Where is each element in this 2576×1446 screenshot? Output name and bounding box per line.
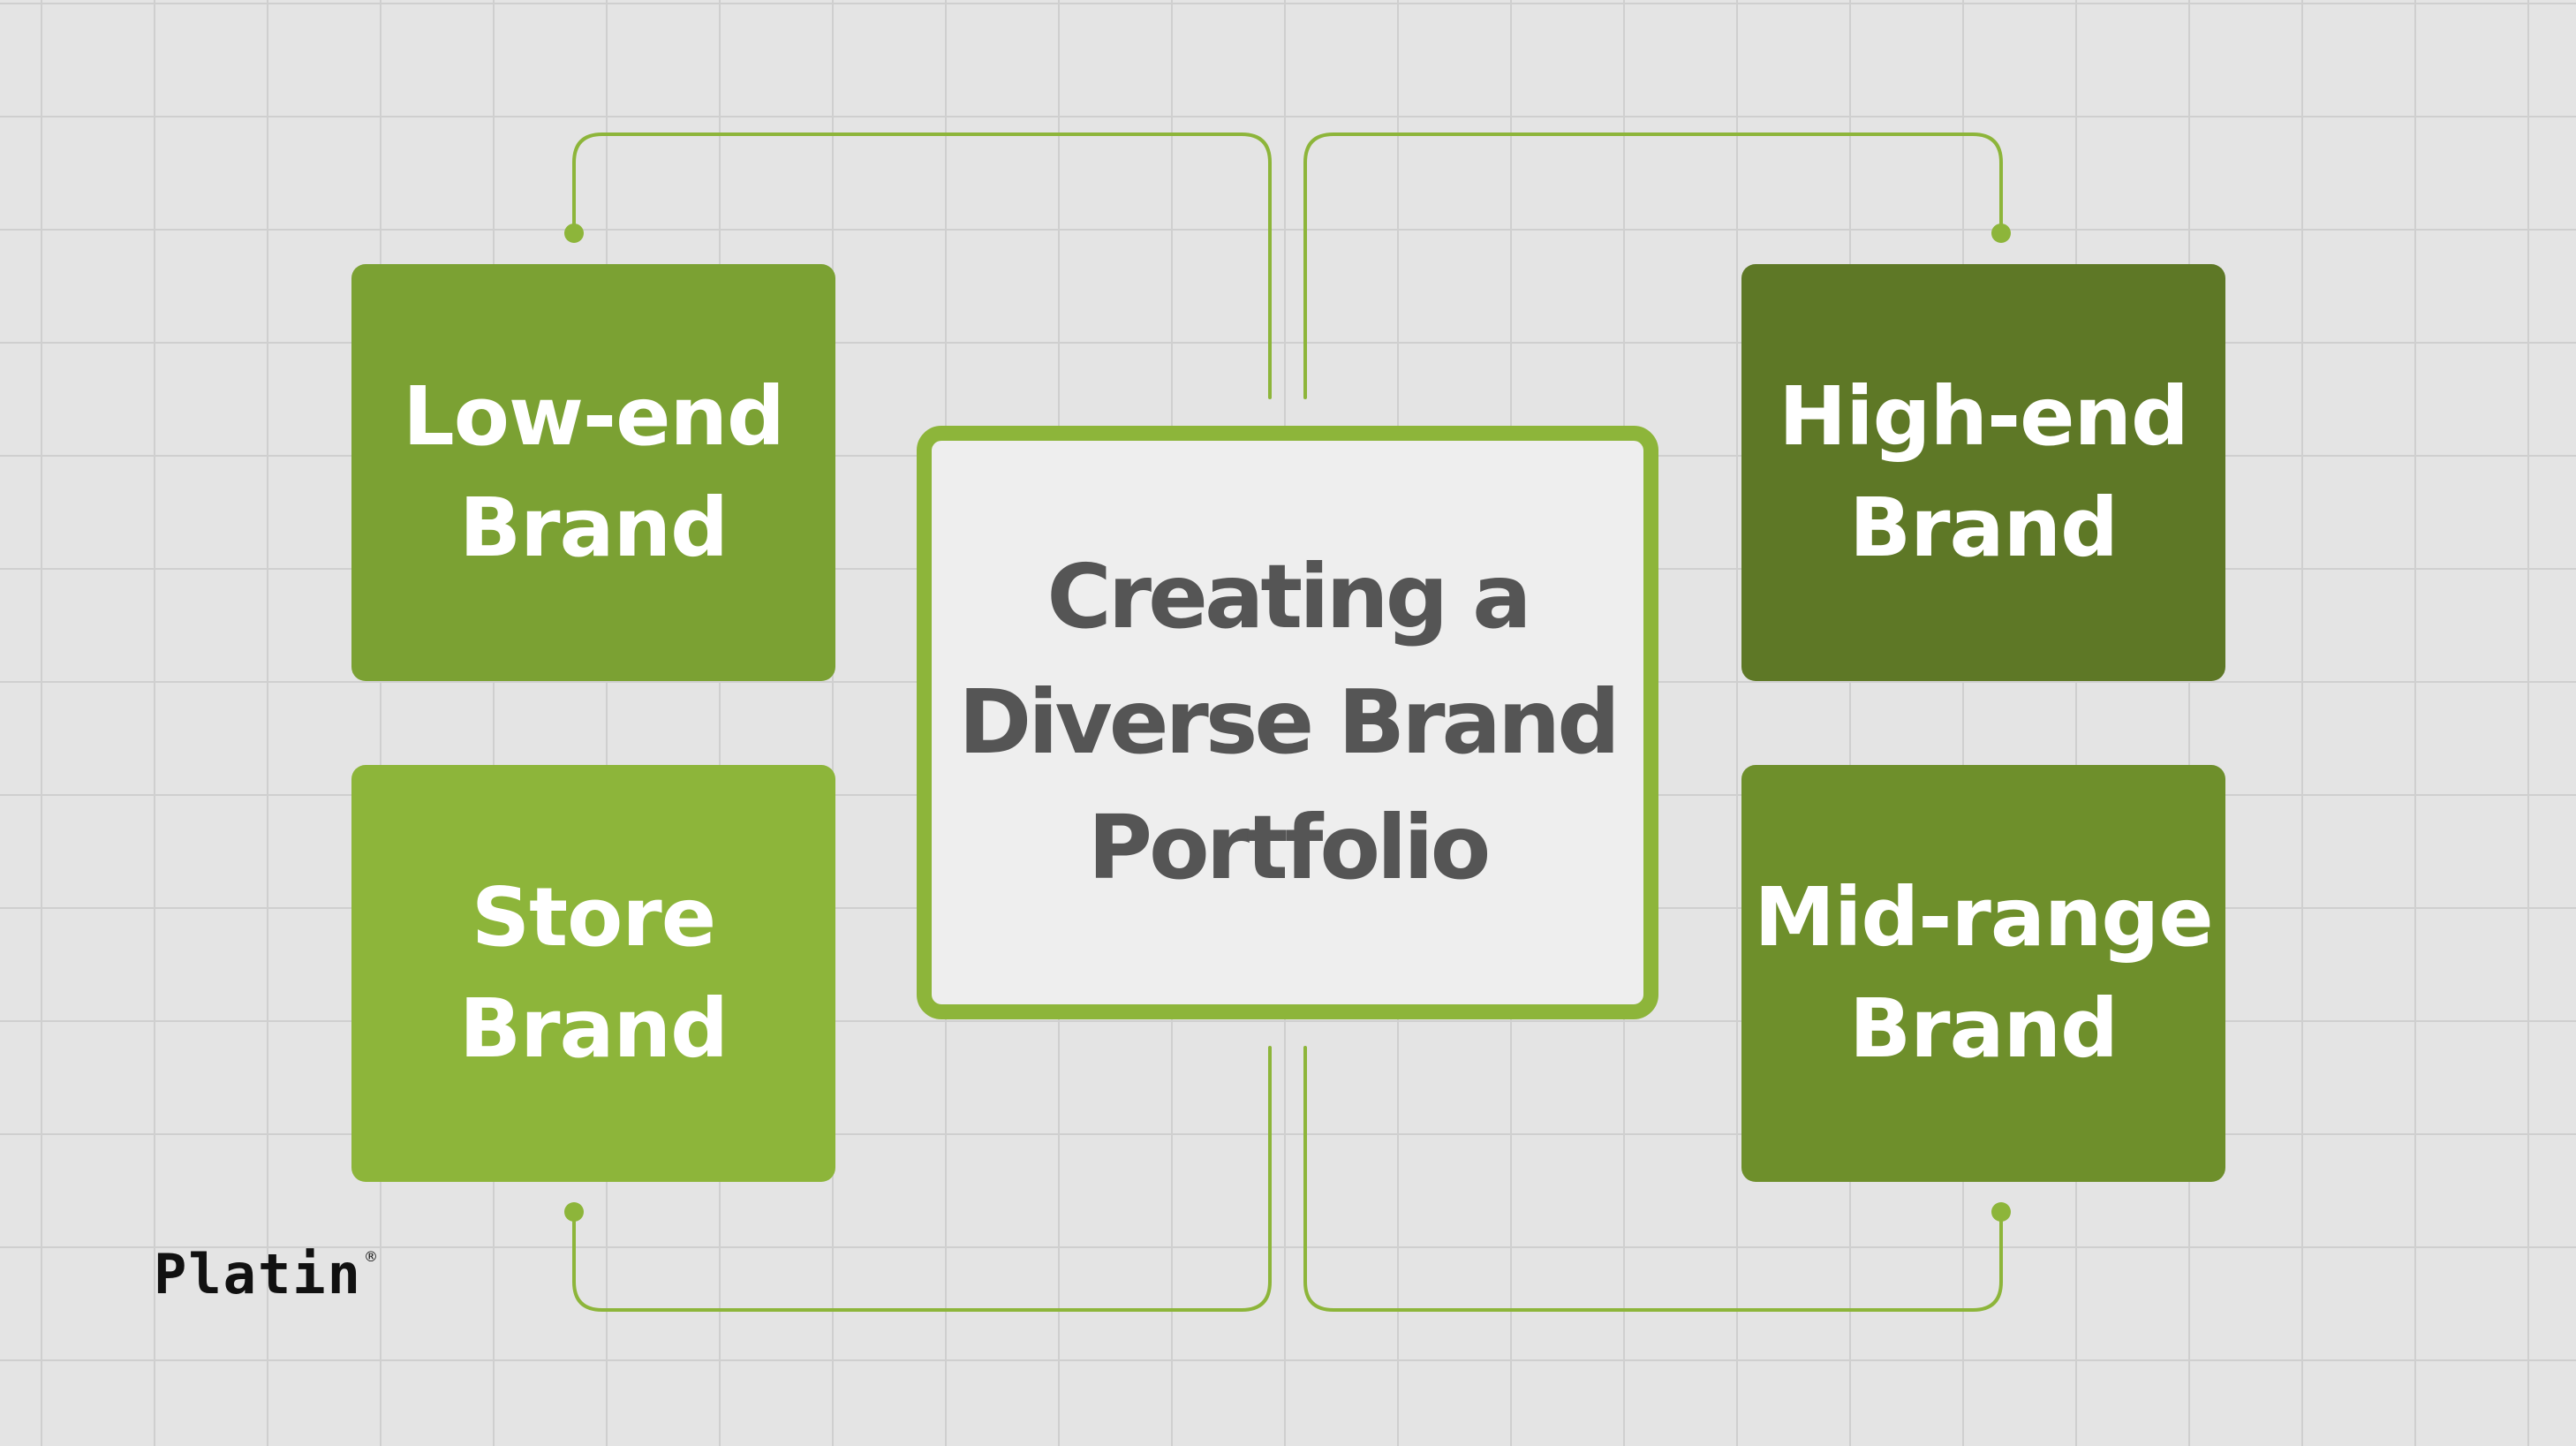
mid-range-brand-label-line2: Brand [1849, 981, 2119, 1076]
high-end-brand-label-line1: High-end [1779, 369, 2189, 464]
low-end-brand-label-line2: Brand [459, 481, 729, 575]
platin-logo: Platin ® [154, 1244, 380, 1306]
store-brand-box: Store Brand [351, 765, 835, 1182]
logo-text: Platin [154, 1242, 362, 1306]
connector-low-end [572, 132, 1272, 399]
registered-mark: ® [363, 1248, 380, 1265]
connector-dot-low-end [564, 223, 584, 243]
mid-range-brand-label-line1: Mid-range [1754, 870, 2213, 965]
connector-store [572, 1046, 1272, 1312]
connector-mid-range [1303, 1046, 2003, 1312]
center-topic-line3: Portfolio [1087, 796, 1492, 899]
connector-dot-store [564, 1202, 584, 1222]
high-end-brand-box: High-end Brand [1741, 264, 2225, 681]
high-end-brand-label-line2: Brand [1849, 481, 2119, 575]
center-topic-line2: Diverse Brand [958, 670, 1620, 774]
low-end-brand-label-line1: Low-end [403, 369, 785, 464]
connector-dot-mid-range [1991, 1202, 2011, 1222]
mid-range-brand-box: Mid-range Brand [1741, 765, 2225, 1182]
store-brand-label-line1: Store [471, 870, 716, 965]
connector-dot-high-end [1991, 223, 2011, 243]
center-topic-line1: Creating a [1046, 545, 1531, 648]
store-brand-label-line2: Brand [459, 981, 729, 1076]
connector-high-end [1303, 132, 2003, 399]
center-topic-box: Creating a Diverse Brand Portfolio [917, 426, 1658, 1019]
low-end-brand-box: Low-end Brand [351, 264, 835, 681]
